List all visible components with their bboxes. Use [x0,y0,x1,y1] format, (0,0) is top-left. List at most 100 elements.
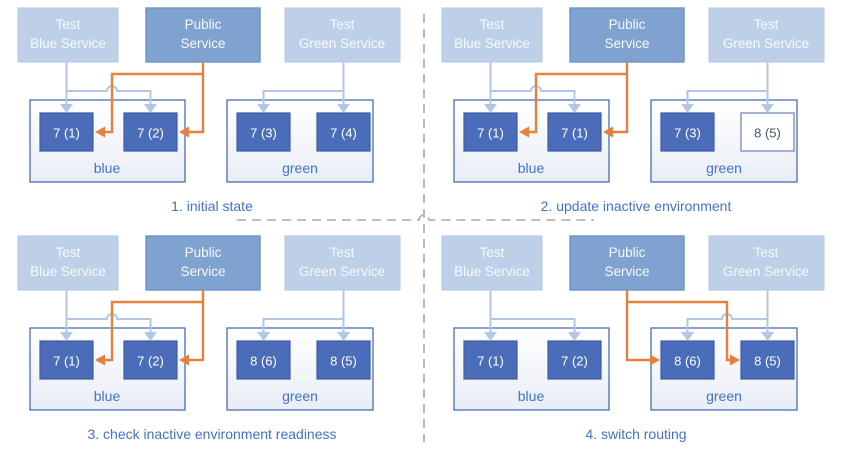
pod-box [123,340,178,380]
pod-box [123,112,178,152]
arrowhead-right-icon [650,354,660,366]
pod-label: 7 (1) [53,126,80,141]
arrowhead-down-icon [144,332,157,341]
public-service-box [145,235,261,291]
test-green-service-arrows [262,62,345,104]
test-blue-service-label-line1: Test [480,245,505,260]
pod-label: 7 (1) [477,126,504,141]
panel-caption: 4. switch routing [585,426,686,442]
test-blue-service-arrows [65,62,152,104]
pod-box-new-version [740,112,795,152]
pod-label: 8 (5) [754,126,781,141]
arrowhead-down-icon [484,104,497,113]
public-service-arrows [105,290,205,362]
arrowhead-right-icon [730,354,740,366]
pod-label: 7 (2) [137,126,164,141]
panel-caption: 1. initial state [171,198,253,214]
pod-box [236,112,291,152]
pod-box [740,340,795,380]
pod-box [463,340,518,380]
test-green-service-label-line1: Test [754,245,779,260]
arrowhead-down-icon [484,332,497,341]
test-green-service-label-line2: Green Service [723,264,809,279]
test-green-service-label-line1: Test [754,17,779,32]
public-service-arrows [529,62,629,134]
pod-label: 7 (3) [250,126,277,141]
test-blue-service-arrows [489,290,576,332]
arrowhead-left-icon [179,354,189,366]
test-green-service-box [284,235,401,291]
arrowhead-down-icon [337,332,350,341]
arrowhead-left-icon [95,354,105,366]
public-service-label-line2: Service [180,264,225,279]
public-service-box [145,7,261,63]
pod-box [39,112,94,152]
arrowhead-down-icon [257,332,270,341]
arrowhead-left-icon [179,126,189,138]
public-service-label-line1: Public [609,245,646,260]
blue-environment-label: blue [94,160,121,176]
public-service-arrows [105,62,205,134]
public-service-label-line2: Service [604,264,649,279]
test-blue-service-box [17,7,119,63]
panel-caption: 3. check inactive environment readiness [87,426,336,442]
test-green-service-label-line2: Green Service [299,36,385,51]
arrowhead-left-icon [519,126,529,138]
panel-2-update-inactive-environment: blue green Test Blue Service Public Serv… [441,7,825,214]
arrowhead-left-icon [95,126,105,138]
pod-label: 8 (6) [674,354,701,369]
arrowhead-down-icon [761,104,774,113]
pod-box [660,340,715,380]
test-blue-service-box [441,235,543,291]
green-environment-label: green [706,160,742,176]
arrowhead-down-icon [144,104,157,113]
green-environment-label: green [282,160,318,176]
pod-label: 7 (2) [561,354,588,369]
arrowhead-down-icon [337,104,350,113]
test-green-service-arrows [686,62,769,104]
public-service-label-line1: Public [609,17,646,32]
arrowhead-down-icon [60,104,73,113]
pod-label: 8 (5) [330,354,357,369]
pod-box [316,112,371,152]
pod-label: 7 (3) [674,126,701,141]
pod-label: 7 (4) [330,126,357,141]
test-blue-service-arrows [65,290,152,332]
public-service-arrows [625,290,730,362]
panel-1-initial-state: blue green Test Blue Service Public Serv… [17,7,401,214]
blue-environment-label: blue [518,388,545,404]
pod-label: 8 (5) [754,354,781,369]
pod-label: 7 (2) [137,354,164,369]
pod-label: 7 (1) [477,354,504,369]
test-blue-service-label-line2: Blue Service [30,36,106,51]
green-environment-label: green [706,388,742,404]
green-environment-label: green [282,388,318,404]
panel-4-switch-routing: blue green Test Blue Service Public Serv… [441,235,825,442]
test-blue-service-label-line2: Blue Service [30,264,106,279]
test-blue-service-arrows [489,62,576,104]
arrowhead-down-icon [681,332,694,341]
test-blue-service-box [17,235,119,291]
test-green-service-box [284,7,401,63]
test-green-service-label-line2: Green Service [299,264,385,279]
test-blue-service-label-line1: Test [480,17,505,32]
arrowhead-left-icon [603,126,613,138]
blue-environment-label: blue [518,160,545,176]
pod-label: 7 (1) [53,354,80,369]
pod-label: 8 (6) [250,354,277,369]
test-blue-service-label-line1: Test [56,17,81,32]
arrowhead-down-icon [257,104,270,113]
arrowhead-down-icon [761,332,774,341]
arrowhead-down-icon [568,104,581,113]
panel-caption: 2. update inactive environment [541,198,732,214]
test-green-service-box [708,235,825,291]
arrowhead-down-icon [568,332,581,341]
test-green-service-box [708,7,825,63]
public-service-label-line2: Service [180,36,225,51]
panel-3-check-inactive-environment-readiness: blue green Test Blue Service Public Serv… [17,235,401,442]
arrowhead-down-icon [60,332,73,341]
public-service-label-line2: Service [604,36,649,51]
blue-environment-label: blue [94,388,121,404]
test-green-service-label-line2: Green Service [723,36,809,51]
